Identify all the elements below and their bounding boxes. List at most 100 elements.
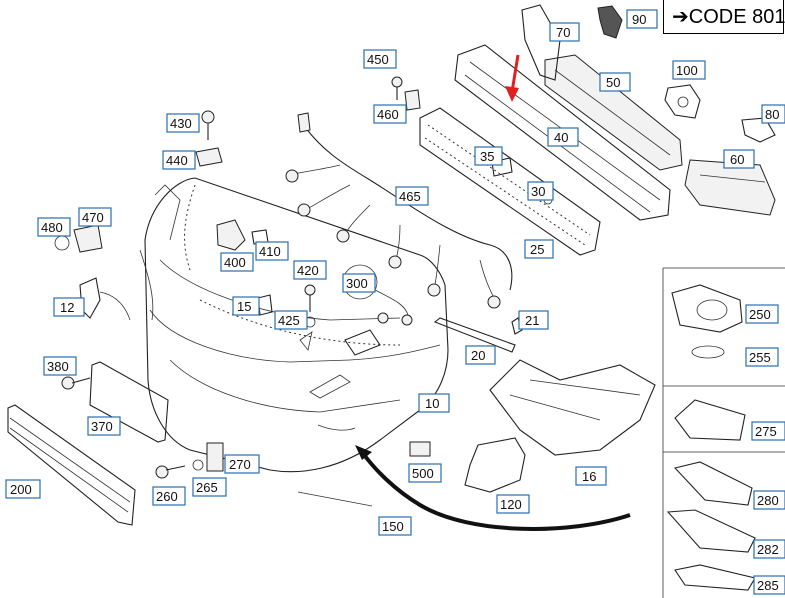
svg-text:150: 150 [382, 519, 404, 534]
svg-text:16: 16 [582, 469, 596, 484]
code-label-text: CODE 801 [688, 6, 785, 28]
code-label-box: ➔CODE 801 [663, 0, 785, 34]
svg-text:480: 480 [41, 220, 63, 235]
svg-text:282: 282 [757, 542, 779, 557]
label-300[interactable]: 300 [342, 273, 376, 293]
label-10[interactable]: 10 [418, 393, 450, 413]
absorber-50 [544, 54, 683, 171]
svg-text:460: 460 [377, 107, 399, 122]
label-480[interactable]: 480 [37, 217, 71, 237]
label-120[interactable]: 120 [496, 494, 530, 514]
svg-text:90: 90 [632, 12, 646, 27]
curved-pointer-arrow [355, 445, 631, 531]
svg-text:200: 200 [10, 482, 32, 497]
label-50[interactable]: 50 [599, 72, 631, 92]
label-410[interactable]: 410 [255, 241, 289, 261]
label-270[interactable]: 270 [224, 454, 260, 474]
splash-shield-120 [464, 437, 526, 493]
label-460[interactable]: 460 [373, 104, 407, 124]
label-35[interactable]: 35 [474, 146, 503, 166]
sensor-470-480 [54, 224, 103, 253]
label-465[interactable]: 465 [395, 186, 429, 206]
svg-text:380: 380 [47, 359, 69, 374]
label-90[interactable]: 90 [626, 9, 658, 29]
svg-text:40: 40 [554, 130, 568, 145]
svg-text:420: 420 [297, 263, 319, 278]
bracket-100 [664, 84, 701, 119]
fasteners-430-440 [195, 110, 223, 167]
svg-text:425: 425 [278, 313, 300, 328]
label-255[interactable]: 255 [745, 347, 779, 367]
label-200[interactable]: 200 [5, 479, 41, 499]
label-40[interactable]: 40 [547, 127, 579, 147]
svg-text:70: 70 [556, 25, 570, 40]
label-370[interactable]: 370 [87, 416, 121, 436]
label-70[interactable]: 70 [549, 22, 580, 42]
strip-285 [674, 564, 756, 591]
label-470[interactable]: 470 [78, 207, 112, 227]
svg-text:265: 265 [196, 480, 218, 495]
svg-text:21: 21 [525, 313, 539, 328]
bracket-90 [597, 5, 623, 39]
label-25[interactable]: 25 [524, 239, 554, 259]
label-20[interactable]: 20 [465, 345, 496, 365]
label-420[interactable]: 420 [293, 260, 327, 280]
svg-text:410: 410 [259, 244, 281, 259]
label-80[interactable]: 80 [761, 104, 785, 124]
label-21[interactable]: 21 [518, 310, 549, 330]
indicator-arrow [505, 54, 520, 102]
label-15[interactable]: 15 [232, 296, 260, 316]
label-265[interactable]: 265 [192, 477, 227, 497]
label-275[interactable]: 275 [751, 421, 785, 441]
bolt-380 [61, 376, 91, 390]
svg-text:470: 470 [82, 210, 104, 225]
svg-text:270: 270 [229, 457, 251, 472]
label-280[interactable]: 280 [753, 490, 785, 510]
label-440[interactable]: 440 [162, 150, 196, 170]
trim-275 [674, 399, 746, 441]
label-380[interactable]: 380 [43, 356, 77, 376]
trim-strip-20 [433, 317, 516, 353]
grille-insert-282 [666, 509, 756, 553]
bracket-70 [521, 4, 561, 81]
label-430[interactable]: 430 [166, 113, 200, 133]
label-500[interactable]: 500 [408, 463, 442, 483]
label-285[interactable]: 285 [753, 575, 785, 595]
hardware-260-265-270 [155, 442, 224, 479]
svg-text:285: 285 [757, 578, 779, 593]
svg-text:50: 50 [606, 75, 620, 90]
svg-text:60: 60 [730, 152, 744, 167]
svg-text:30: 30 [531, 184, 545, 199]
bracket-16 [489, 359, 656, 456]
bulb-21 [511, 317, 523, 335]
label-425[interactable]: 425 [274, 310, 308, 330]
code-label: ➔CODE 801 [672, 4, 785, 29]
label-150[interactable]: 150 [378, 516, 412, 536]
svg-text:250: 250 [749, 307, 771, 322]
svg-text:370: 370 [91, 419, 113, 434]
svg-text:400: 400 [224, 255, 246, 270]
label-16[interactable]: 16 [575, 466, 607, 486]
ring-255 [691, 345, 725, 359]
clip-500 [409, 441, 431, 457]
svg-text:300: 300 [346, 276, 368, 291]
trim-150 [297, 491, 373, 507]
label-260[interactable]: 260 [152, 486, 186, 506]
grille-200 [7, 404, 136, 526]
label-282[interactable]: 282 [753, 539, 785, 559]
label-12[interactable]: 12 [53, 297, 85, 317]
svg-text:280: 280 [757, 493, 779, 508]
wiring-harness-465 [285, 112, 513, 309]
license-plate-370 [89, 361, 169, 443]
svg-text:10: 10 [425, 396, 439, 411]
label-400[interactable]: 400 [220, 252, 254, 272]
label-450[interactable]: 450 [363, 49, 397, 69]
label-100[interactable]: 100 [672, 60, 706, 80]
label-30[interactable]: 30 [527, 181, 554, 201]
fog-lamp-frame-250 [671, 284, 743, 333]
wiring-harness-300 [342, 264, 413, 356]
svg-text:500: 500 [412, 466, 434, 481]
label-60[interactable]: 60 [723, 149, 755, 169]
label-250[interactable]: 250 [745, 304, 779, 324]
svg-text:15: 15 [237, 299, 251, 314]
